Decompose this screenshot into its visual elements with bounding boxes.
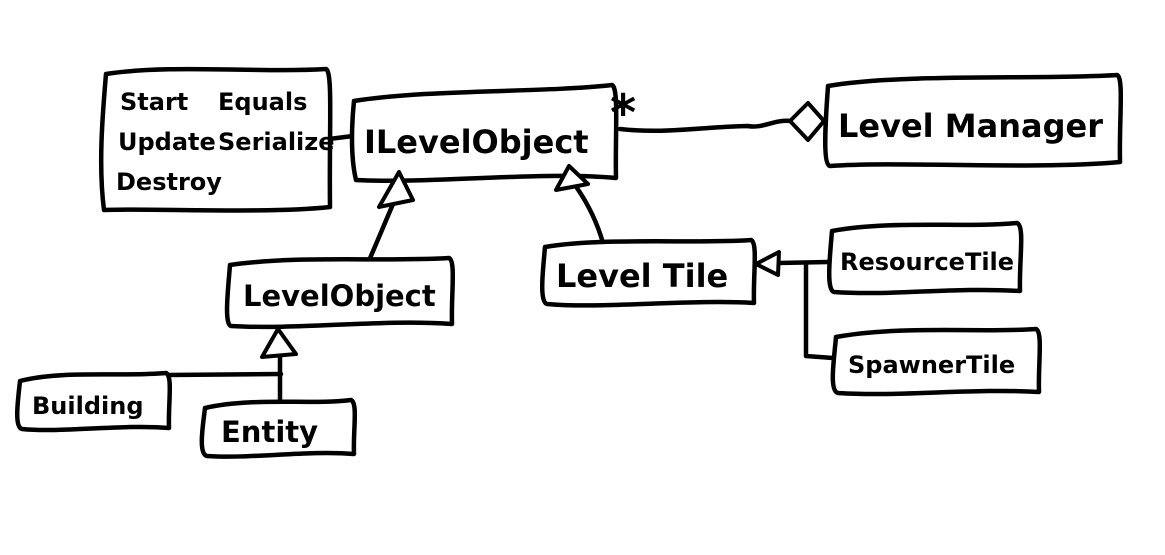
leveltile-box xyxy=(540,237,758,308)
building-label: Building xyxy=(32,392,144,420)
inheritance-arrow-levelobject-icon xyxy=(377,170,415,209)
method-destroy: Destroy xyxy=(116,168,222,196)
method-equals: Equals xyxy=(218,88,307,116)
levelmanager-box xyxy=(823,72,1124,169)
levelmanager-label: Level Manager xyxy=(838,107,1103,145)
interface-methods-box xyxy=(98,66,333,213)
ilevelobject-label: ILevelObject xyxy=(364,123,589,161)
levelobject-box xyxy=(224,255,456,330)
resourcetile-box xyxy=(826,220,1024,296)
resourcetile-label: ResourceTile xyxy=(840,248,1014,276)
entity-box xyxy=(199,397,358,459)
inheritance-line-levelobject xyxy=(365,201,396,266)
ilevelobject-box xyxy=(349,82,619,184)
aggregation-line xyxy=(617,118,794,134)
spawnertile-box xyxy=(830,326,1043,397)
leveltile-label: Level Tile xyxy=(556,257,728,295)
interface-methods-connector-line xyxy=(326,133,356,142)
building-box xyxy=(15,370,173,433)
inheritance-line-leveltile xyxy=(574,185,606,246)
entity-label: Entity xyxy=(221,415,318,449)
inheritance-arrow-leveltile-icon xyxy=(554,164,590,192)
inheritance-arrow-building-entity-icon xyxy=(260,327,298,359)
inheritance-line-spawnertile xyxy=(803,260,836,361)
inheritance-arrow-resourcetile-icon xyxy=(754,250,781,277)
method-serialize: Serialize xyxy=(218,128,335,156)
method-update: Update xyxy=(118,128,216,156)
inheritance-line-building xyxy=(165,371,284,378)
multiplicity-star: * xyxy=(610,84,636,142)
levelobject-label: LevelObject xyxy=(243,279,436,313)
aggregation-diamond-icon xyxy=(788,101,826,142)
inheritance-line-resourcetile xyxy=(775,259,831,266)
method-start: Start xyxy=(120,88,188,116)
spawnertile-label: SpawnerTile xyxy=(848,351,1015,379)
